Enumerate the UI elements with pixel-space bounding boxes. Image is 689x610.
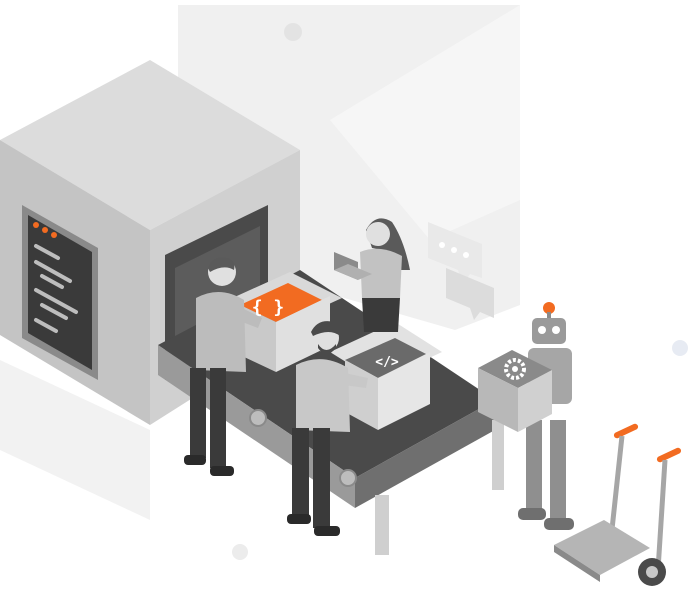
hand-truck-plate-edge xyxy=(554,545,600,582)
robot-leg xyxy=(526,420,542,510)
box-side xyxy=(378,352,430,430)
worker-arm xyxy=(336,372,368,388)
screen-code-lines xyxy=(34,244,78,333)
box-top xyxy=(345,338,428,378)
worker-beard xyxy=(318,344,336,354)
chat-bubble-icon xyxy=(428,222,482,286)
worker-shoe xyxy=(287,514,311,524)
worker-laptop xyxy=(334,218,410,332)
ellipsis-icon xyxy=(451,247,457,253)
conveyor-leg xyxy=(492,420,504,490)
worker-front xyxy=(287,321,368,536)
worker-shoe xyxy=(210,466,234,476)
conveyor-roller xyxy=(339,469,357,487)
worker-leg xyxy=(190,368,206,458)
gear-icon-center xyxy=(512,366,518,372)
screen-light xyxy=(42,227,48,233)
speech-bubbles xyxy=(428,222,494,320)
conveyor-leg xyxy=(375,495,389,555)
hand-truck-plate xyxy=(554,520,650,575)
laptop-base xyxy=(334,264,372,280)
worker-leg xyxy=(313,428,330,528)
robot-eye xyxy=(552,326,560,334)
worker-torso xyxy=(360,248,402,298)
robot-leg xyxy=(550,420,566,520)
gear-icon xyxy=(504,358,526,380)
worker-left xyxy=(184,257,262,476)
robot-box-side xyxy=(478,368,518,432)
background-dot xyxy=(232,544,248,560)
robot xyxy=(478,302,574,530)
conveyor-end xyxy=(355,400,495,508)
grey-box: </> xyxy=(330,322,442,430)
background-dot xyxy=(284,23,302,41)
box-side xyxy=(276,296,330,372)
background-floor-shape xyxy=(0,360,150,520)
box-top-orange xyxy=(240,283,322,322)
robot-eye xyxy=(538,326,546,334)
background-dot xyxy=(672,340,688,356)
hand-truck-handle xyxy=(656,447,682,463)
ellipsis-icon xyxy=(463,252,469,258)
robot-antenna-light xyxy=(543,302,555,314)
worker-torso xyxy=(296,359,350,432)
curly-braces-icon: { } xyxy=(252,297,285,318)
worker-skirt xyxy=(362,298,400,332)
worker-hair xyxy=(208,257,235,272)
worker-leg xyxy=(292,428,309,518)
worker-arm xyxy=(232,305,262,328)
worker-leg xyxy=(210,368,226,468)
hand-truck-wheel-hub xyxy=(646,566,658,578)
ellipsis-icon xyxy=(439,242,445,248)
machine-screen xyxy=(28,215,92,370)
robot-foot xyxy=(518,508,546,520)
code-brackets-icon: </> xyxy=(375,355,399,370)
screen-light xyxy=(51,232,57,238)
worker-head xyxy=(366,222,390,246)
worker-shoe xyxy=(314,526,340,536)
worker-torso xyxy=(196,291,246,372)
conveyor-roller xyxy=(249,409,267,427)
worker-shoe xyxy=(184,455,206,465)
machine-top xyxy=(0,60,300,230)
hand-truck-handle xyxy=(613,423,639,439)
chat-bubble-icon xyxy=(446,268,494,320)
robot-box-side xyxy=(518,370,552,432)
screen-light xyxy=(33,222,39,228)
hand-truck xyxy=(554,423,682,586)
worker-hair xyxy=(311,321,341,336)
robot-foot xyxy=(544,518,574,530)
robot-head xyxy=(532,318,566,344)
background-polygon-light xyxy=(330,5,520,240)
robot-antenna xyxy=(547,312,551,320)
